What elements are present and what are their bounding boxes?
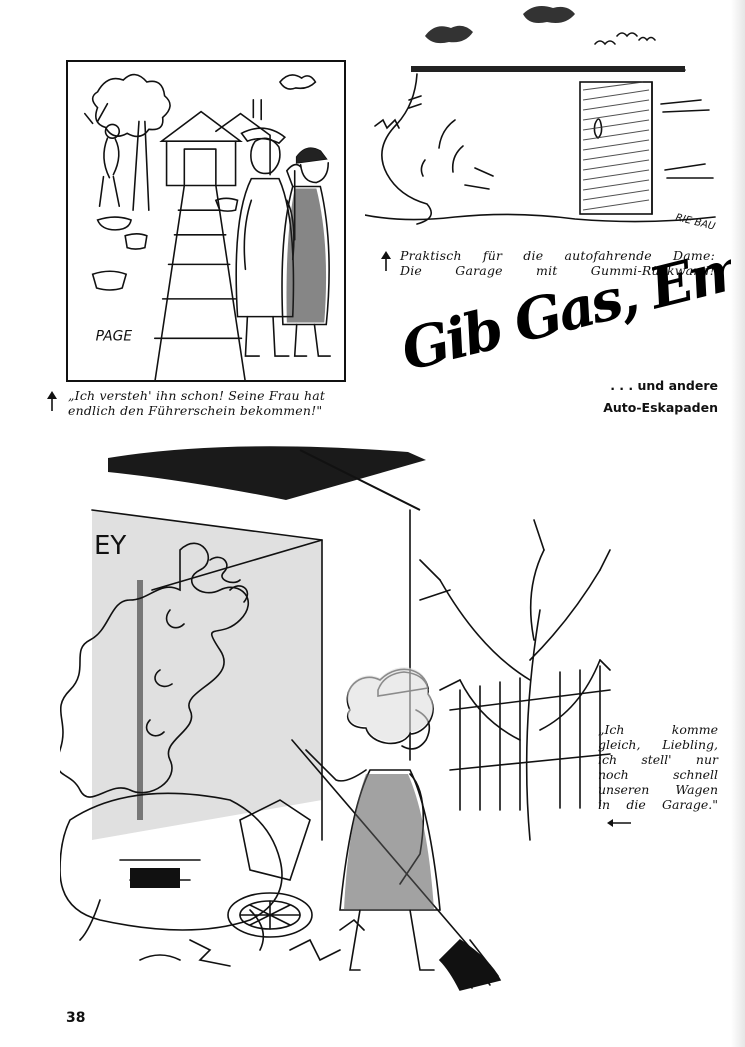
caption-cartoon3-word: „Ich [598, 722, 625, 737]
caption-cartoon3-word: komme [671, 722, 718, 737]
cartoon3-signature: EY [94, 531, 126, 561]
caption-cartoon3-word: noch [598, 767, 629, 782]
caption-cartoon3-word: ich [598, 752, 618, 767]
up-arrow-icon [47, 391, 57, 411]
caption-cartoon3-word: Garage." [662, 797, 718, 812]
caption-cartoon3-line: noch schnell [598, 767, 718, 782]
up-arrow-icon [381, 251, 391, 271]
caption-cartoon3-word: unseren [598, 782, 650, 797]
caption-cartoon3-word: die [626, 797, 646, 812]
caption-cartoon2: Praktisch für die autofahrende Dame: Die… [380, 248, 715, 278]
page-edge-shadow [731, 0, 745, 1047]
caption-cartoon3-word: in [598, 797, 611, 812]
caption-cartoon3-line: „Ich komme [598, 722, 718, 737]
cartoon-sweeping-woman-drawing: EY [60, 446, 611, 991]
cartoon-bystanders: PAGE [66, 60, 346, 382]
cartoon-rubber-garage: RIE BAU [365, 0, 725, 245]
caption-cartoon1: „Ich versteh' ihn schon! Seine Frau hat … [46, 388, 346, 418]
caption-cartoon3-word: nur [695, 752, 718, 767]
cartoon2-signature: RIE BAU [674, 212, 717, 233]
cartoon-sweeping-woman: EY [60, 440, 620, 1000]
cartoon1-signature: PAGE [96, 328, 133, 344]
page-number: 38 [66, 1010, 86, 1026]
article-subtitle: . . . und andere Auto-Eskapaden [560, 375, 718, 419]
caption-cartoon2-text: Praktisch für die autofahrende Dame: Die… [400, 248, 715, 278]
caption-cartoon3-word: Liebling, [662, 737, 718, 752]
caption-cartoon3-line: ich stell' nur [598, 752, 718, 767]
caption-cartoon3-word: gleich, [598, 737, 641, 752]
caption-cartoon3-word: Wagen [675, 782, 718, 797]
caption-cartoon3-word: schnell [673, 767, 718, 782]
caption-cartoon3-line: unseren Wagen [598, 782, 718, 797]
article-subtitle-line2: Auto-Eskapaden [603, 400, 718, 415]
caption-cartoon3-word: stell' [641, 752, 672, 767]
left-arrow-icon [607, 819, 631, 827]
cartoon-bystanders-drawing: PAGE [83, 73, 331, 380]
cartoon-rubber-garage-drawing: RIE BAU [365, 6, 717, 233]
caption-cartoon1-text: „Ich versteh' ihn schon! Seine Frau hat … [68, 388, 326, 418]
caption-cartoon2-line2: Die Garage mit Gummi-Rückwand! [400, 263, 715, 278]
article-subtitle-line1: . . . und andere [610, 378, 718, 393]
caption-cartoon3-line: gleich, Liebling, [598, 737, 718, 752]
caption-cartoon2-line1: Praktisch für die autofahrende Dame: [400, 248, 715, 263]
